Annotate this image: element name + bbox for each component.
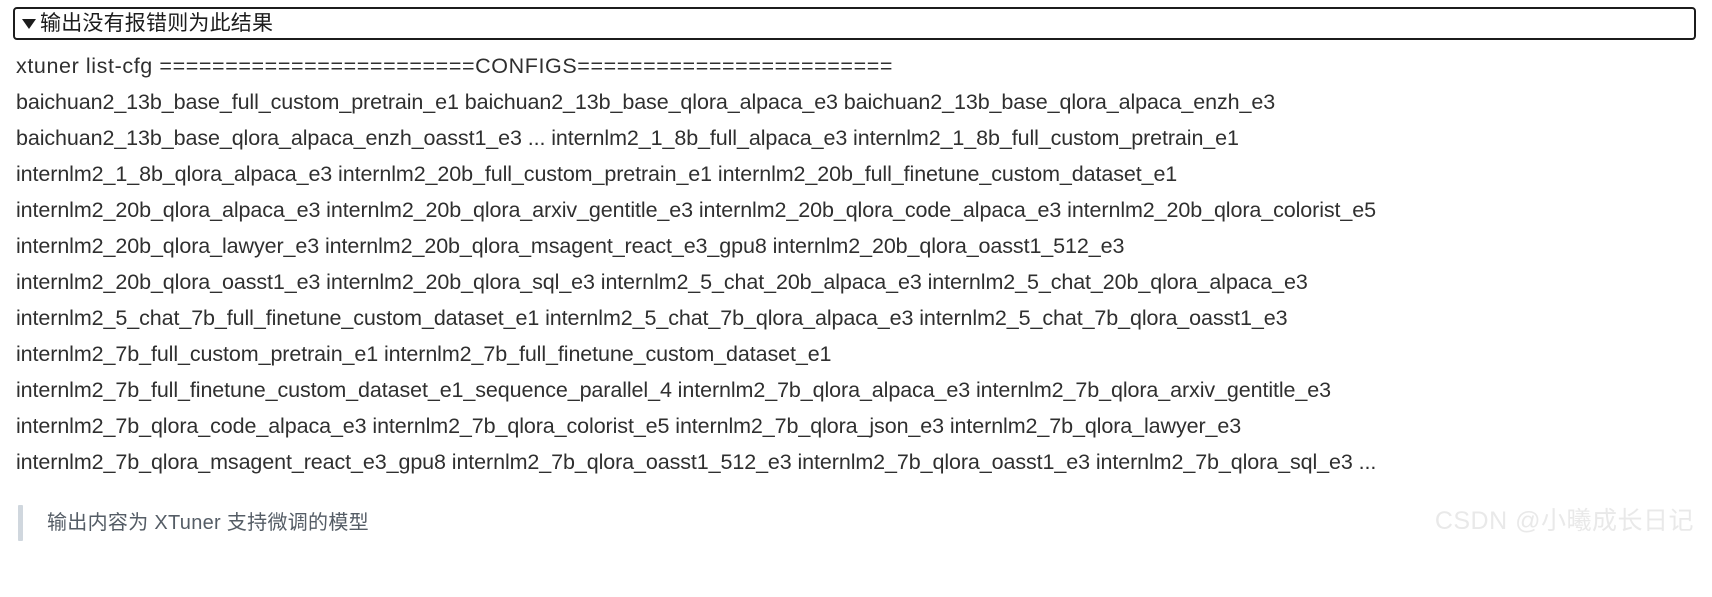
note-accent-bar xyxy=(18,505,23,541)
output-line: internlm2_1_8b_qlora_alpaca_e3 internlm2… xyxy=(16,162,1178,186)
output-line: baichuan2_13b_base_full_custom_pretrain_… xyxy=(16,90,1276,114)
output-line: internlm2_20b_qlora_lawyer_e3 internlm2_… xyxy=(16,234,1125,258)
watermark: CSDN @小曦成长日记 xyxy=(1434,507,1694,535)
output-line: internlm2_7b_qlora_msagent_react_e3_gpu8… xyxy=(16,450,1377,474)
details-summary-bar[interactable]: 输出没有报错则为此结果 xyxy=(13,7,1696,40)
output-line: xtuner list-cfg ========================… xyxy=(16,54,894,78)
triangle-down-icon[interactable] xyxy=(22,18,36,29)
details-summary-label: 输出没有报错则为此结果 xyxy=(40,12,274,35)
output-line: internlm2_20b_qlora_oasst1_e3 internlm2_… xyxy=(16,270,1308,294)
output-line: baichuan2_13b_base_qlora_alpaca_enzh_oas… xyxy=(16,126,1239,150)
note-text: 输出内容为 XTuner 支持微调的模型 xyxy=(47,512,369,534)
output-line: internlm2_5_chat_7b_full_finetune_custom… xyxy=(16,306,1288,330)
terminal-output-block: xtuner list-cfg ========================… xyxy=(16,48,1706,480)
output-line: internlm2_7b_full_custom_pretrain_e1 int… xyxy=(16,342,832,366)
output-line: internlm2_7b_full_finetune_custom_datase… xyxy=(16,378,1331,402)
output-line: internlm2_7b_qlora_code_alpaca_e3 intern… xyxy=(16,414,1242,438)
output-line: internlm2_20b_qlora_alpaca_e3 internlm2_… xyxy=(16,198,1376,222)
note-blockquote: 输出内容为 XTuner 支持微调的模型 xyxy=(18,503,369,543)
